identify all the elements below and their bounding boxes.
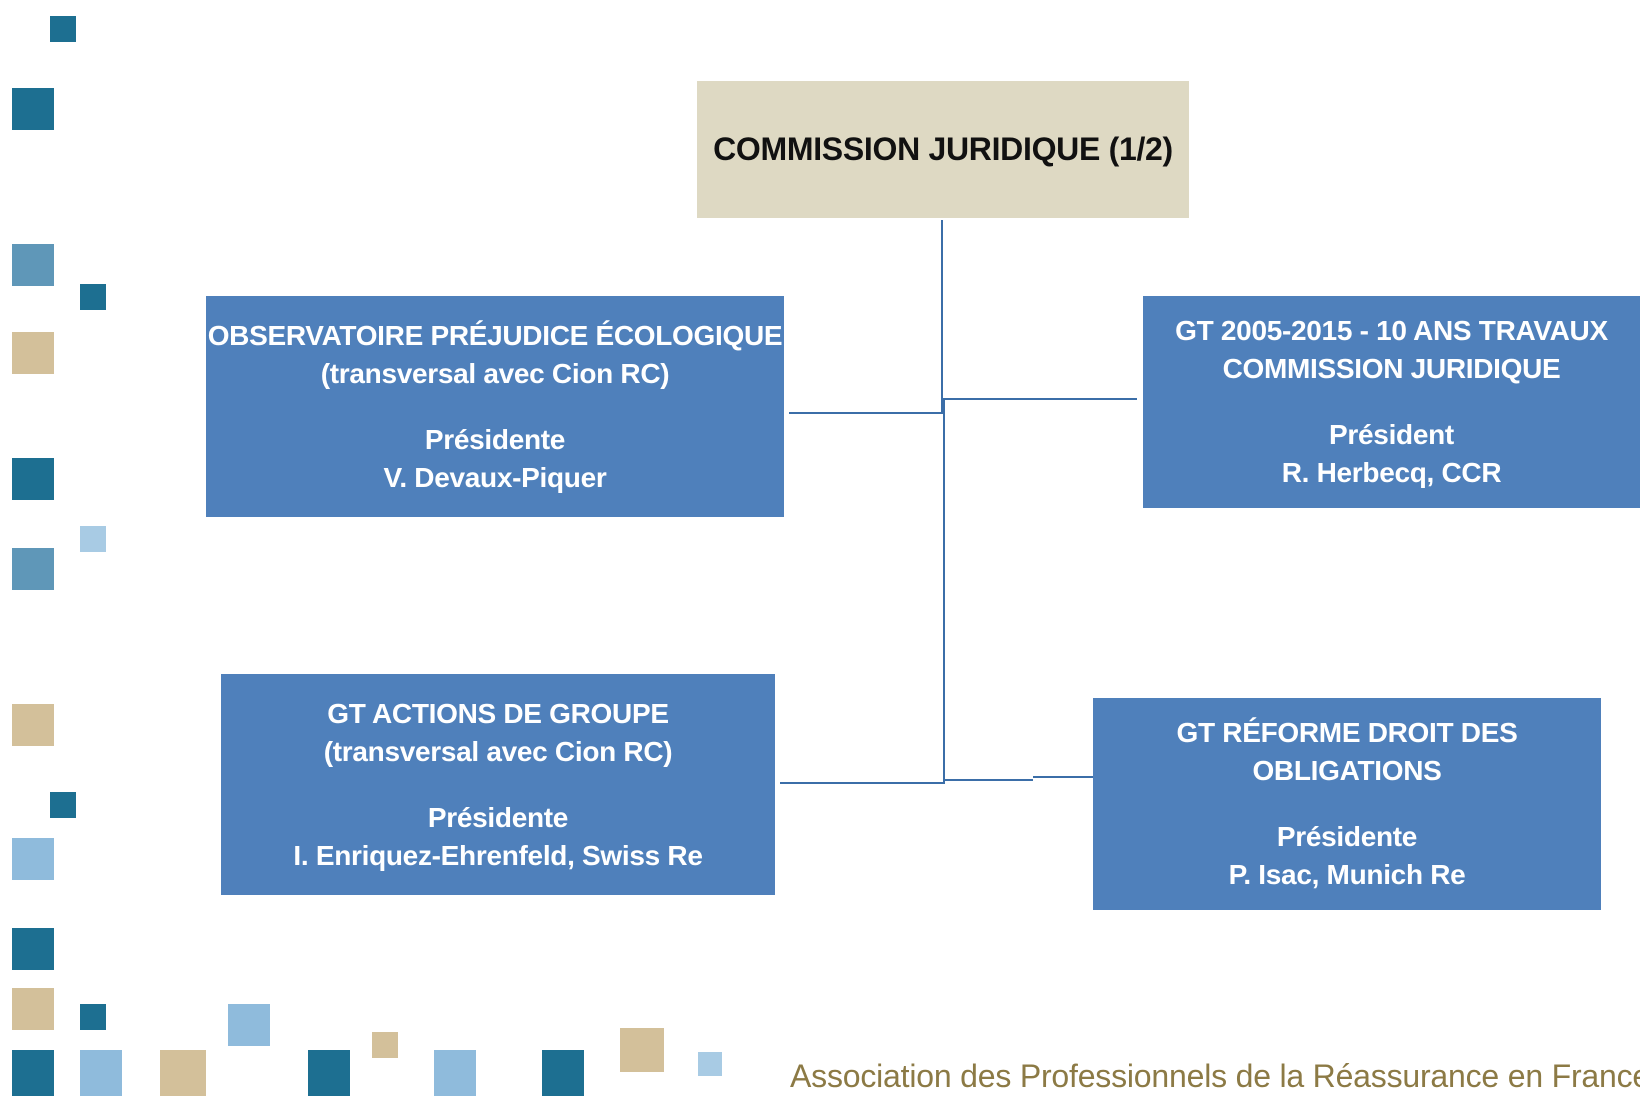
- connector-right-bottom-b: [1033, 776, 1093, 778]
- decor-square: [50, 16, 76, 42]
- commission-title: COMMISSION JURIDIQUE (1/2): [713, 131, 1173, 167]
- connector-left-top: [789, 412, 943, 414]
- decor-square: [12, 988, 54, 1030]
- gt-actions-role: Présidente: [427, 801, 569, 833]
- decor-square: [620, 1028, 664, 1072]
- decor-square: [12, 88, 54, 130]
- decor-square: [12, 704, 54, 746]
- gt-actions-box: GT ACTIONS DE GROUPE (transversal avec C…: [221, 674, 775, 895]
- gt-actions-subtitle: (transversal avec Cion RC): [323, 735, 673, 767]
- connector-trunk-top: [941, 220, 943, 414]
- observatoire-person: V. Devaux-Piquer: [383, 461, 607, 493]
- gt-actions-person: I. Enriquez-Ehrenfeld, Swiss Re: [293, 839, 703, 871]
- gt-actions-title: GT ACTIONS DE GROUPE: [327, 697, 669, 729]
- gt-reforme-subtitle: OBLIGATIONS: [1252, 755, 1442, 786]
- decor-square: [12, 1050, 54, 1096]
- decor-square: [12, 458, 54, 500]
- decor-square: [698, 1052, 722, 1076]
- gt-reforme-person: P. Isac, Munich Re: [1228, 859, 1466, 890]
- decor-square: [434, 1050, 476, 1096]
- connector-right-top: [943, 398, 1137, 400]
- connector-right-bottom-a: [943, 779, 1033, 781]
- decor-square: [228, 1004, 270, 1046]
- connector-trunk: [943, 398, 945, 784]
- footer-association-name: Association des Professionnels de la Réa…: [790, 1058, 1640, 1094]
- decor-square: [80, 526, 106, 552]
- gt-2005-2015-person: R. Herbecq, CCR: [1281, 457, 1502, 488]
- decor-square: [80, 1050, 122, 1096]
- gt-2005-2015-box: GT 2005-2015 - 10 ANS TRAVAUX COMMISSION…: [1143, 296, 1640, 508]
- gt-2005-2015-title: GT 2005-2015 - 10 ANS TRAVAUX: [1175, 315, 1608, 346]
- decor-square: [12, 928, 54, 970]
- decor-square: [12, 244, 54, 286]
- gt-2005-2015-subtitle: COMMISSION JURIDIQUE: [1222, 353, 1561, 384]
- decor-square: [12, 838, 54, 880]
- gt-reforme-box: GT RÉFORME DROIT DES OBLIGATIONS Préside…: [1093, 698, 1601, 910]
- decor-square: [80, 1004, 106, 1030]
- decor-square: [50, 792, 76, 818]
- decor-square: [12, 332, 54, 374]
- observatoire-title: OBSERVATOIRE PRÉJUDICE ÉCOLOGIQUE: [207, 319, 783, 351]
- commission-title-box: COMMISSION JURIDIQUE (1/2): [697, 81, 1189, 218]
- decor-square: [80, 284, 106, 310]
- gt-reforme-title: GT RÉFORME DROIT DES: [1176, 717, 1518, 748]
- gt-2005-2015-role: Président: [1329, 419, 1454, 450]
- decor-square: [160, 1050, 206, 1096]
- connector-left-bottom: [780, 782, 943, 784]
- decor-square: [12, 548, 54, 590]
- decor-square: [308, 1050, 350, 1096]
- observatoire-role: Présidente: [424, 423, 566, 455]
- gt-reforme-role: Présidente: [1276, 821, 1418, 852]
- decor-square: [372, 1032, 398, 1058]
- observatoire-subtitle: (transversal avec Cion RC): [320, 357, 670, 389]
- observatoire-box: OBSERVATOIRE PRÉJUDICE ÉCOLOGIQUE (trans…: [206, 296, 784, 517]
- decor-square: [542, 1050, 584, 1096]
